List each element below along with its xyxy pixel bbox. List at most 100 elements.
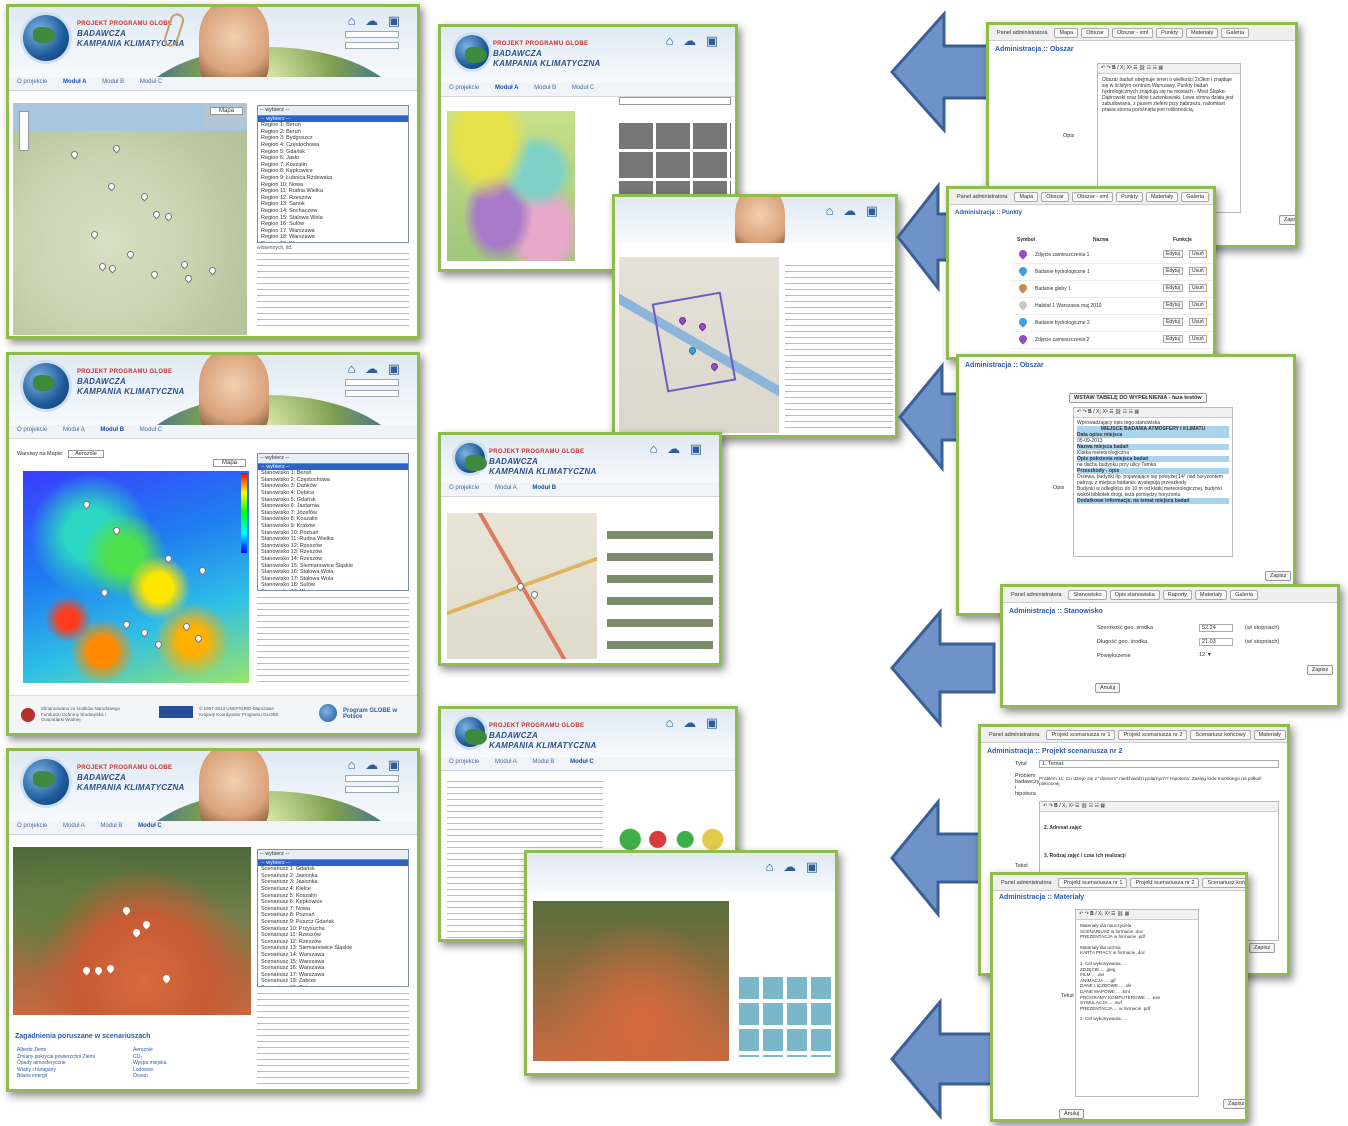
- admin-tab-button[interactable]: Obszar: [1041, 192, 1069, 202]
- admin-tab-button[interactable]: Galeria: [1230, 590, 1258, 600]
- materialy-line[interactable]: PREZENTACJA w formacie .pdf: [1080, 934, 1146, 940]
- materialy-line[interactable]: ZDJĘCIE ... .jpeg: [1080, 966, 1116, 972]
- nav-modul-b[interactable]: Moduł B: [532, 485, 557, 491]
- layer-select[interactable]: Aerozole: [68, 450, 104, 458]
- delete-button[interactable]: Usuń: [1189, 335, 1207, 343]
- table-line[interactable]: Budynki w odległości do 10 m od klatki m…: [1077, 486, 1222, 498]
- lat-input[interactable]: 52.24: [1199, 624, 1233, 632]
- layer-selector[interactable]: Warstwy na Mapie: Aerozole: [17, 450, 104, 458]
- table-line[interactable]: MIEJSCE BADANIA ATMOSFERY I KLIMATU: [1077, 426, 1229, 432]
- map-type-select[interactable]: Mapa: [213, 459, 247, 467]
- region-list[interactable]: -- wybierz -- -- wybierz --Region 1: Ber…: [257, 105, 409, 243]
- list-option[interactable]: Region 9: Łubnica Rżdewska: [261, 174, 333, 181]
- list-option[interactable]: Region 4: Częstochowa: [261, 141, 320, 148]
- topic-link[interactable]: Ocean: [133, 1073, 148, 1079]
- admin-tab-button[interactable]: Galeria: [1221, 28, 1249, 38]
- map-pin[interactable]: [89, 229, 100, 240]
- lon-input[interactable]: 21.03: [1199, 638, 1233, 646]
- list-option[interactable]: Stanowisko 12: Rzeszów: [261, 542, 323, 549]
- topic-link[interactable]: Lodowce: [133, 1066, 154, 1073]
- list-option[interactable]: Stanowisko 18: Sulów: [261, 582, 315, 589]
- table-line[interactable]: na dachu budynku przy ulicy Tamka: [1077, 462, 1157, 468]
- list-option[interactable]: Region 6: Jasło: [261, 155, 299, 162]
- list-option[interactable]: Scenariusz 2: Jasionka: [261, 872, 318, 879]
- materialy-line[interactable]: SYMULACJA ... .swf: [1080, 1000, 1122, 1006]
- edit-button[interactable]: Edytuj: [1163, 284, 1183, 292]
- admin-tab-button[interactable]: Obszar: [1081, 28, 1109, 38]
- admin-tab-button[interactable]: Materiały: [1185, 28, 1219, 38]
- list-option[interactable]: Scenariusz 15: Warszawa: [261, 958, 325, 965]
- list-option[interactable]: Region 19: Warszawa: [258, 241, 408, 242]
- nav-o-projekcie[interactable]: O projekcie: [17, 823, 48, 829]
- footer-program-link[interactable]: Program GLOBE w Polsce: [343, 708, 398, 720]
- map-pin[interactable]: [105, 963, 116, 974]
- materialy-line[interactable]: Materiały dla ucznia: [1080, 944, 1121, 950]
- list-option[interactable]: Region 7: Koszalin: [261, 161, 307, 168]
- list-option[interactable]: Scenariusz 5: Koszalin: [261, 892, 317, 899]
- map-pin[interactable]: [125, 249, 136, 260]
- materialy-line[interactable]: DANE MAPOWE ... .kml: [1080, 988, 1130, 994]
- media-gallery[interactable]: [739, 977, 833, 1057]
- zoom-control[interactable]: [19, 111, 29, 151]
- map-pin[interactable]: [529, 589, 540, 600]
- list-option[interactable]: Region 5: Gdańsk: [261, 148, 306, 155]
- map-pin[interactable]: [139, 191, 150, 202]
- opis-table-editor[interactable]: ↶ ↷ B I X₂ X² ☰ ⛓ ☷ ☵ ▦ Wprowadzający op…: [1073, 407, 1233, 557]
- list-option[interactable]: Region 12: Rzeszów: [261, 194, 312, 201]
- admin-tab-button[interactable]: Obszar - xml: [1071, 192, 1114, 202]
- list-option[interactable]: Region 15: Stalowa Wola: [261, 214, 323, 221]
- map-pin[interactable]: [131, 927, 142, 938]
- tytul-input[interactable]: 1. Temat:: [1039, 760, 1279, 768]
- list-option[interactable]: Stanowisko 3: Dańków: [261, 483, 317, 490]
- list-option[interactable]: Stanowisko 10: Poznań: [261, 529, 319, 536]
- list-option[interactable]: Scenariusz 13: Siemianowice Śląskie: [261, 945, 353, 952]
- list-option[interactable]: Scenariusz 1: Gdańsk: [261, 866, 315, 873]
- map-pin[interactable]: [111, 525, 122, 536]
- materialy-line[interactable]: FILM ... .avi: [1080, 972, 1104, 978]
- materialy-line[interactable]: PROGRAMY KOMPUTEROWE ... .exe: [1080, 994, 1161, 1000]
- map-pin[interactable]: [153, 639, 164, 650]
- topic-link[interactable]: Bilans energii: [17, 1073, 48, 1079]
- list-option[interactable]: Stanowisko 14: Rzeszów: [261, 555, 323, 562]
- landuse-map[interactable]: [447, 111, 575, 261]
- header-icons[interactable]: ⌂ ☁ ▣: [825, 203, 881, 218]
- nav-modul-a[interactable]: Moduł A: [63, 79, 87, 85]
- cancel-button[interactable]: Anuluj: [1059, 1109, 1085, 1119]
- nav-modul-a[interactable]: Moduł A: [495, 485, 517, 491]
- map-pin[interactable]: [106, 181, 117, 192]
- table-line[interactable]: Data opisu miejsca: [1077, 432, 1229, 438]
- aerosol-heatmap[interactable]: [23, 471, 249, 683]
- list-option[interactable]: Scenariusz 3: Jasionka: [261, 879, 318, 886]
- list-option[interactable]: Scenariusz 16: Warszawa: [261, 965, 325, 972]
- station-select[interactable]: -- wybierz --: [258, 454, 408, 464]
- topic-link[interactable]: Zmiany pokrycia powierzchni Ziemi: [17, 1053, 95, 1060]
- nav-modul-a[interactable]: Moduł A: [495, 85, 519, 91]
- editor-toolbar[interactable]: ↶ ↷ B I X₂ X² ☰ ⛓ ☷ ☵ ▦: [1074, 408, 1232, 418]
- nav-modul-b[interactable]: Moduł B: [102, 79, 125, 85]
- list-option[interactable]: Stanowisko 6: Jastarnia: [261, 503, 320, 510]
- admin-tab-button[interactable]: Mapa: [1054, 28, 1079, 38]
- list-option[interactable]: Scenariusz 19: Zabrze: [258, 985, 408, 986]
- map-pin[interactable]: [141, 919, 152, 930]
- nearby-photos-list[interactable]: [607, 527, 713, 661]
- list-option[interactable]: Stanowisko 1: Beruń: [261, 470, 312, 477]
- list-option[interactable]: Region 2: Beruń: [261, 128, 301, 135]
- edit-button[interactable]: Edytuj: [1163, 267, 1183, 275]
- edit-button[interactable]: Edytuj: [1163, 301, 1183, 309]
- materialy-line[interactable]: 2. Cel wykonywania: ...: [1080, 1016, 1127, 1022]
- nav-o-projekcie[interactable]: O projekcie: [449, 485, 480, 491]
- nav-o-projekcie[interactable]: O projekcie: [449, 85, 480, 91]
- materialy-line[interactable]: SCENARIUSZ w formacie .doc: [1080, 928, 1144, 934]
- admin-tab-button[interactable]: Materiały: [1253, 730, 1286, 740]
- list-option[interactable]: Region 14: Sochaczew: [261, 207, 318, 214]
- edit-button[interactable]: Edytuj: [1163, 250, 1183, 258]
- login-box[interactable]: [345, 379, 399, 401]
- nav-modul-c[interactable]: Moduł C: [571, 85, 595, 91]
- list-option[interactable]: Region 11: Rudna Wielka: [261, 188, 323, 195]
- list-option[interactable]: Stanowisko 4: Dębica: [261, 489, 314, 496]
- list-option[interactable]: Region 16: Sulów: [261, 221, 305, 228]
- edit-button[interactable]: Edytuj: [1163, 318, 1183, 326]
- admin-tab-button[interactable]: Projekt scenariusza nr 2: [1118, 730, 1188, 740]
- admin-tab-button[interactable]: Obszar - xml: [1111, 28, 1154, 38]
